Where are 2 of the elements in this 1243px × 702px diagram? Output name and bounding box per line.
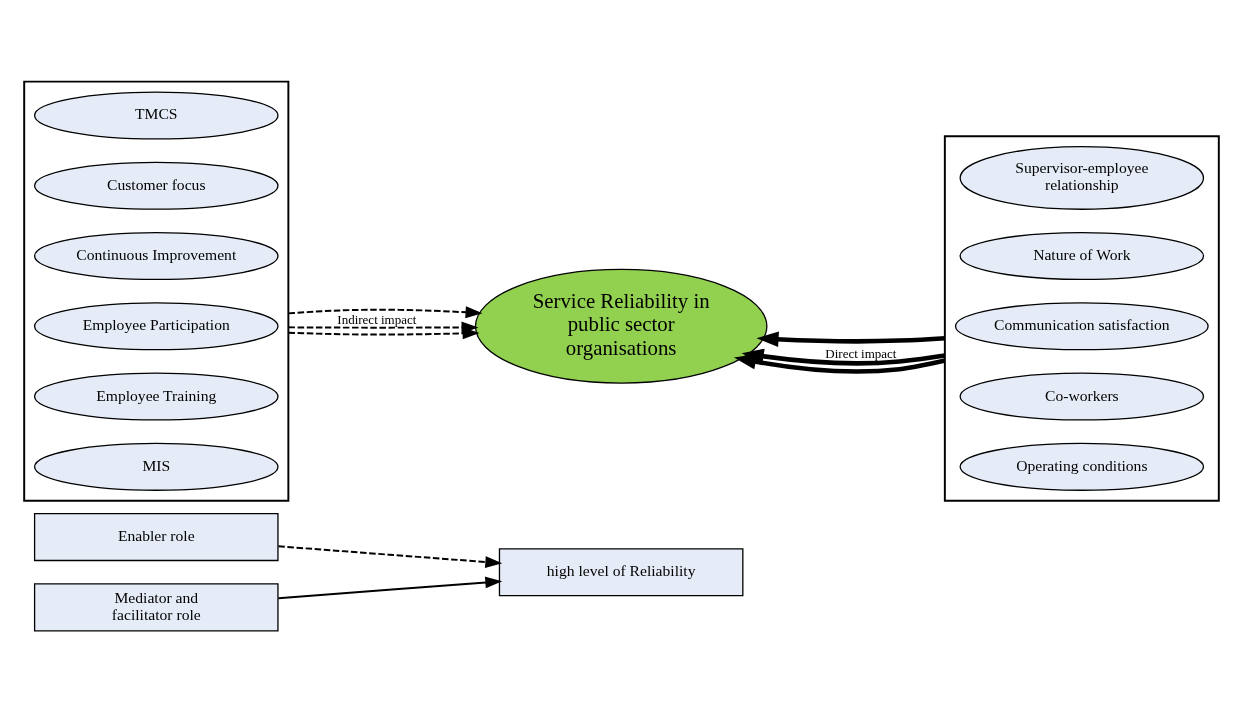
edge-label: Direct impact <box>825 345 897 361</box>
edge-label: Indirect impact <box>337 311 417 327</box>
